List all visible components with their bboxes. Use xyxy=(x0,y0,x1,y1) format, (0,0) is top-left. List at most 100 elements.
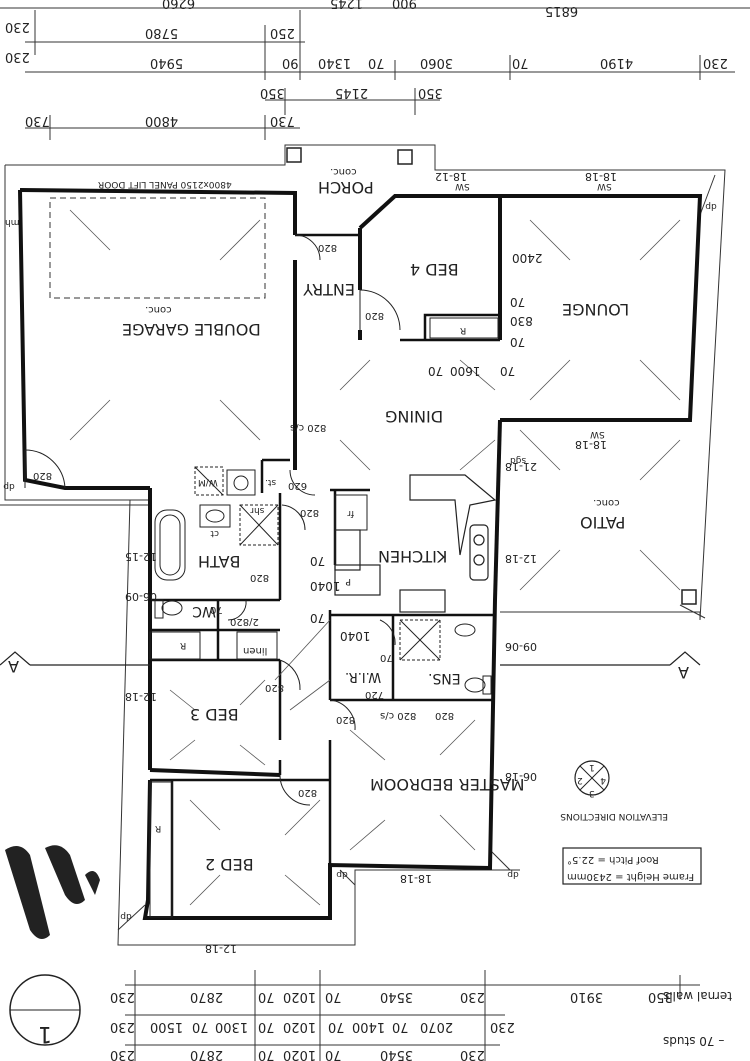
dim-70h: 70 xyxy=(310,611,325,625)
sheet-number: 1 xyxy=(38,1021,52,1046)
garage-label: DOUBLE GARAGE xyxy=(122,320,261,339)
dim-730b: 730 xyxy=(270,113,295,128)
top-dimension-text: 6260 1245 900 6815 230 5780 250 230 5940… xyxy=(5,0,728,128)
bottom-dimension-text: 230 2870 70 1020 70 3540 230 3910 350 23… xyxy=(110,989,673,1061)
garage-door-note: 4800x2150 PANEL LIFT DOOR xyxy=(98,179,232,189)
door-bath: 820 xyxy=(250,572,269,583)
dp-label-4: dp xyxy=(507,869,519,879)
compass-s: 3 xyxy=(589,788,595,798)
dim-350b: 350 xyxy=(418,85,443,100)
bed3-label: BED 3 xyxy=(190,705,239,724)
dp-label-5: dp xyxy=(336,869,348,879)
studs-text: – 70 studs xyxy=(663,1034,724,1048)
bath-label: BATH xyxy=(198,552,240,571)
robe-r-bed4: R xyxy=(460,325,466,335)
dim-6815: 6815 xyxy=(545,3,578,18)
win-bath: 12-15 xyxy=(125,550,157,563)
roof-pitch-text: Roof Pitch = 22.5° xyxy=(567,854,659,865)
dim-730a: 730 xyxy=(25,113,50,128)
dim-900: 900 xyxy=(392,0,417,10)
dim-b3-70b: 70 xyxy=(325,1047,342,1061)
dim-230a: 230 xyxy=(5,19,30,34)
patio-label: PATIO xyxy=(580,513,625,532)
win-master: 18-18 xyxy=(400,872,432,885)
frame-height-text: Frame Height = 2430mm xyxy=(567,871,694,882)
dim-hall-1040: 1040 xyxy=(310,579,341,593)
dim-230c: 230 xyxy=(703,55,728,70)
dim-wc-70: 70 xyxy=(210,604,223,615)
win-master-side: 06-18 xyxy=(505,770,537,783)
dim-wir-1040: 1040 xyxy=(340,629,371,643)
kitchen-bench xyxy=(334,474,497,613)
dim-b3-3540: 3540 xyxy=(380,1047,413,1061)
lounge-label: LOUNGE xyxy=(562,300,629,319)
top-dimension-lines xyxy=(0,7,750,140)
dim-b1-350: 350 xyxy=(648,989,673,1004)
dim-4190: 4190 xyxy=(600,55,633,70)
fixture-labels: W/M st. ct shr R R R P fr mh dp dp dp dp… xyxy=(3,181,717,921)
handwritten-scribble xyxy=(5,845,100,939)
robe-r-bed3: R xyxy=(180,640,186,650)
door-garage: 820 xyxy=(33,470,52,481)
dim-90: 90 xyxy=(282,55,299,70)
cs-note-2: 820 c/s xyxy=(380,710,416,721)
cs-note-1: 820 c/s xyxy=(290,422,326,433)
porch-label: PORCH xyxy=(318,178,374,197)
wm-label: W/M xyxy=(198,477,218,487)
master-label: MASTER BEDROOM xyxy=(370,775,525,794)
dim-b3-1020: 1020 xyxy=(283,1047,316,1061)
compass-e: 2 xyxy=(577,775,583,785)
dim-b1-3540: 3540 xyxy=(380,989,413,1004)
door-bed2: 820 xyxy=(298,787,317,798)
win-lounge: 18-18 xyxy=(585,170,617,183)
door-620: 620 xyxy=(288,480,307,491)
porch-posts xyxy=(286,147,697,605)
internal-walls-text: ternal walls xyxy=(663,989,732,1003)
dim-b2-1500: 1500 xyxy=(150,1019,183,1034)
win-bed4: 18-12 xyxy=(435,170,467,183)
dim-b2-2070: 2070 xyxy=(420,1019,453,1034)
dim-b2-1400: 1400 xyxy=(352,1019,385,1034)
dim-3060: 3060 xyxy=(420,55,453,70)
door-wir: 720 xyxy=(365,689,384,700)
dim-b1-230b: 230 xyxy=(460,989,485,1004)
dim-b1-3910: 3910 xyxy=(570,989,603,1004)
kitchen-label: KITCHEN xyxy=(378,547,447,566)
dim-5940: 5940 xyxy=(150,55,183,70)
sheet-number-marker: 1 xyxy=(9,974,81,1046)
dim-b3-70a: 70 xyxy=(258,1047,275,1061)
section-a-right: A xyxy=(678,663,689,682)
bed4-label: BED 4 xyxy=(410,260,459,279)
sw-label-2: SW xyxy=(590,429,605,439)
dim-b3-230: 230 xyxy=(110,1047,135,1061)
dim-b3-2870: 2870 xyxy=(190,1047,223,1061)
dim-2400: 2400 xyxy=(512,251,543,265)
bottom-dimension-lines xyxy=(125,970,700,1061)
wc-label: WC xyxy=(192,603,216,619)
dim-70g: 70 xyxy=(310,554,325,568)
door-sizes: 820 820 820 820 620 820 2/820 820 820 82… xyxy=(33,179,454,798)
roof-pitch-box: Roof Pitch = 22.5° Frame Height = 2430mm xyxy=(562,847,702,885)
garage-door-outline xyxy=(49,197,266,299)
door-bed3: 820 xyxy=(265,682,284,693)
dim-b2-70a: 70 xyxy=(192,1019,209,1034)
dim-250: 250 xyxy=(270,25,295,40)
dining-label: DINING xyxy=(385,407,443,426)
room-labels: DOUBLE GARAGE conc. PORCH conc. ENTRY BE… xyxy=(122,166,629,874)
sw-label-3: SW xyxy=(455,181,470,191)
st-label: st. xyxy=(265,477,276,487)
window-codes: 18-18 18-12 18-18 18-18 12-18 12-15 06-0… xyxy=(125,170,617,955)
win-wc: 06-09 xyxy=(125,590,157,603)
inner-dimensions: 2400 70 830 70 1600 70 70 70 1040 70 104… xyxy=(210,251,543,643)
dim-b2-230: 230 xyxy=(110,1019,135,1034)
dim-70a: 70 xyxy=(368,55,385,70)
dim-230b: 230 xyxy=(5,49,30,64)
dim-4800: 4800 xyxy=(145,113,178,128)
win-ens: 09-06 xyxy=(505,640,537,653)
external-walls xyxy=(18,188,703,920)
mh-label: mh xyxy=(5,217,19,227)
dim-b1-2870: 2870 xyxy=(190,989,223,1004)
dim-70b: 70 xyxy=(512,55,529,70)
door-master: 820 xyxy=(336,714,355,725)
